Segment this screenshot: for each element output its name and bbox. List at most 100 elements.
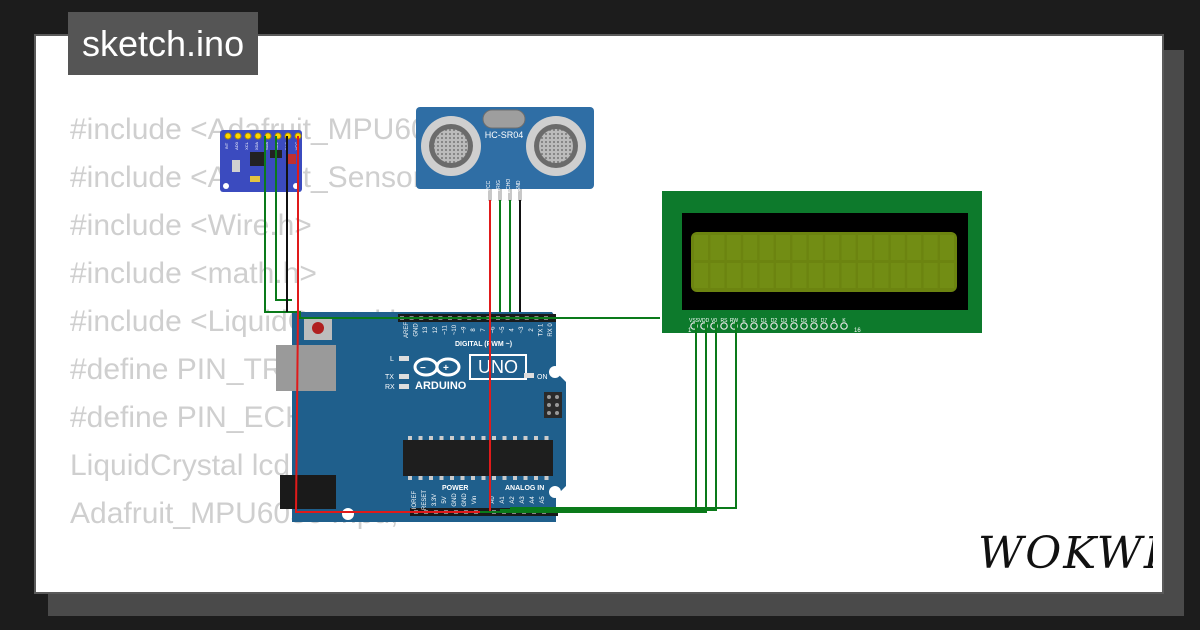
lcd-cell xyxy=(874,263,889,288)
mpu6050-chip xyxy=(250,152,264,166)
lcd-pin xyxy=(740,322,748,330)
lcd-pin-last: 16 xyxy=(854,328,861,334)
analog-pin-label: A3 xyxy=(520,496,526,504)
digital-pin-label: 13 xyxy=(423,326,429,333)
lcd-cell xyxy=(841,235,856,260)
digital-pin-label: ~9 xyxy=(462,326,468,334)
lcd-cell xyxy=(923,263,938,288)
lcd-screen xyxy=(691,232,957,292)
digital-pin-label: 12 xyxy=(433,326,439,333)
hcsr04-pin xyxy=(488,189,492,201)
mpu6050-pin xyxy=(254,132,262,140)
lcd-pin xyxy=(690,322,698,330)
hcsr04-crystal xyxy=(482,109,526,129)
lcd-pin-label: D6 xyxy=(811,318,818,324)
analog-pin-label: A4 xyxy=(530,496,536,504)
lcd-cell xyxy=(776,235,790,260)
hcsr04-label: HC-SR04 xyxy=(485,130,524,140)
hcsr04-pin-label: ECHO xyxy=(506,179,512,194)
lcd-pin-label: E xyxy=(742,318,746,324)
lcd-cell xyxy=(874,235,889,260)
lcd-cell xyxy=(808,235,823,260)
power-pin-label: RESET xyxy=(422,490,428,510)
atmega-chip xyxy=(403,440,553,476)
led-l-label: L xyxy=(390,356,394,363)
lcd-cell xyxy=(890,235,905,260)
lcd-pin-label: A xyxy=(832,318,836,324)
mount-hole xyxy=(549,486,561,498)
analog-pin-label: A5 xyxy=(540,496,546,504)
led-on-label: ON xyxy=(537,374,548,381)
analog-pin-label: A1 xyxy=(500,496,506,504)
digital-pin-label: ~10 xyxy=(452,324,458,335)
power-pin-label: 5V xyxy=(442,496,448,503)
lcd-cell xyxy=(940,263,954,288)
icsp-header xyxy=(544,392,562,418)
file-tab[interactable]: sketch.ino xyxy=(68,12,259,75)
mount-hole xyxy=(549,366,561,378)
lcd-cell xyxy=(759,263,774,288)
digital-pin-label: ~5 xyxy=(500,326,506,334)
power-pin-label: GND xyxy=(452,493,458,507)
lcd-pin-label: D7 xyxy=(821,318,828,324)
lcd-cell xyxy=(808,263,823,288)
digital-pin-label: 4 xyxy=(510,328,516,332)
lcd-pin-label: D2 xyxy=(771,318,778,324)
wire-mpu-vcc xyxy=(294,136,480,513)
lcd-cell xyxy=(792,235,807,260)
digital-pin-label: 2 xyxy=(529,328,535,332)
lcd-pin-label: D0 xyxy=(751,318,758,324)
wire-mpu-scl xyxy=(264,136,660,319)
uno-badge xyxy=(469,354,527,380)
lcd-cell xyxy=(940,235,954,260)
lcd-pin xyxy=(730,322,738,330)
lcd-cell xyxy=(726,235,741,260)
lcd-pin-label: VSS xyxy=(689,318,700,324)
arduino-logo-icon: − + xyxy=(413,357,461,377)
lcd-cell xyxy=(743,235,758,260)
lcd-cell xyxy=(890,263,905,288)
lcd-cell xyxy=(825,235,840,260)
lcd-pin xyxy=(710,322,718,330)
lcd-pin-label: D3 xyxy=(781,318,788,324)
lcd-cell xyxy=(907,235,922,260)
lcd-pin xyxy=(750,322,758,330)
svg-text:−: − xyxy=(420,363,426,374)
digital-pin-label: ~11 xyxy=(442,324,448,334)
lcd-cell xyxy=(858,263,872,288)
power-jack xyxy=(280,475,336,509)
lcd-pin xyxy=(830,322,838,330)
hcsr04-pin-label: GND xyxy=(516,180,522,192)
lcd-pin xyxy=(810,322,818,330)
wires xyxy=(264,136,737,513)
code-line: #include <Wire.h> xyxy=(70,209,312,242)
digital-pin-label: ~6 xyxy=(490,326,496,334)
led-tx-label: TX xyxy=(385,374,394,381)
lcd-pin xyxy=(700,322,708,330)
lcd-pin-label: D4 xyxy=(791,318,798,324)
wokwi-logo: WOKWI xyxy=(978,528,1153,579)
atmega-chip-pins xyxy=(408,436,549,480)
lcd-cell xyxy=(776,263,790,288)
mpu6050-pin xyxy=(234,132,242,140)
wire-lcd-rs xyxy=(500,322,717,511)
hcsr04-pin xyxy=(508,189,512,201)
mpu6050-pin-label: VCC xyxy=(294,142,299,151)
lcd-pin xyxy=(760,322,768,330)
analog-header-label: ANALOG IN xyxy=(505,485,544,492)
lcd-pin-label: VDD xyxy=(699,318,710,324)
lcd-pin xyxy=(800,322,808,330)
power-pin-label: Vin xyxy=(472,496,478,505)
digital-pin-label: 7 xyxy=(481,328,487,332)
code-line: #include <math.h> xyxy=(70,257,317,290)
wire-lcd-e xyxy=(510,322,737,509)
lcd-cell xyxy=(694,263,708,288)
lcd-cell xyxy=(759,235,774,260)
